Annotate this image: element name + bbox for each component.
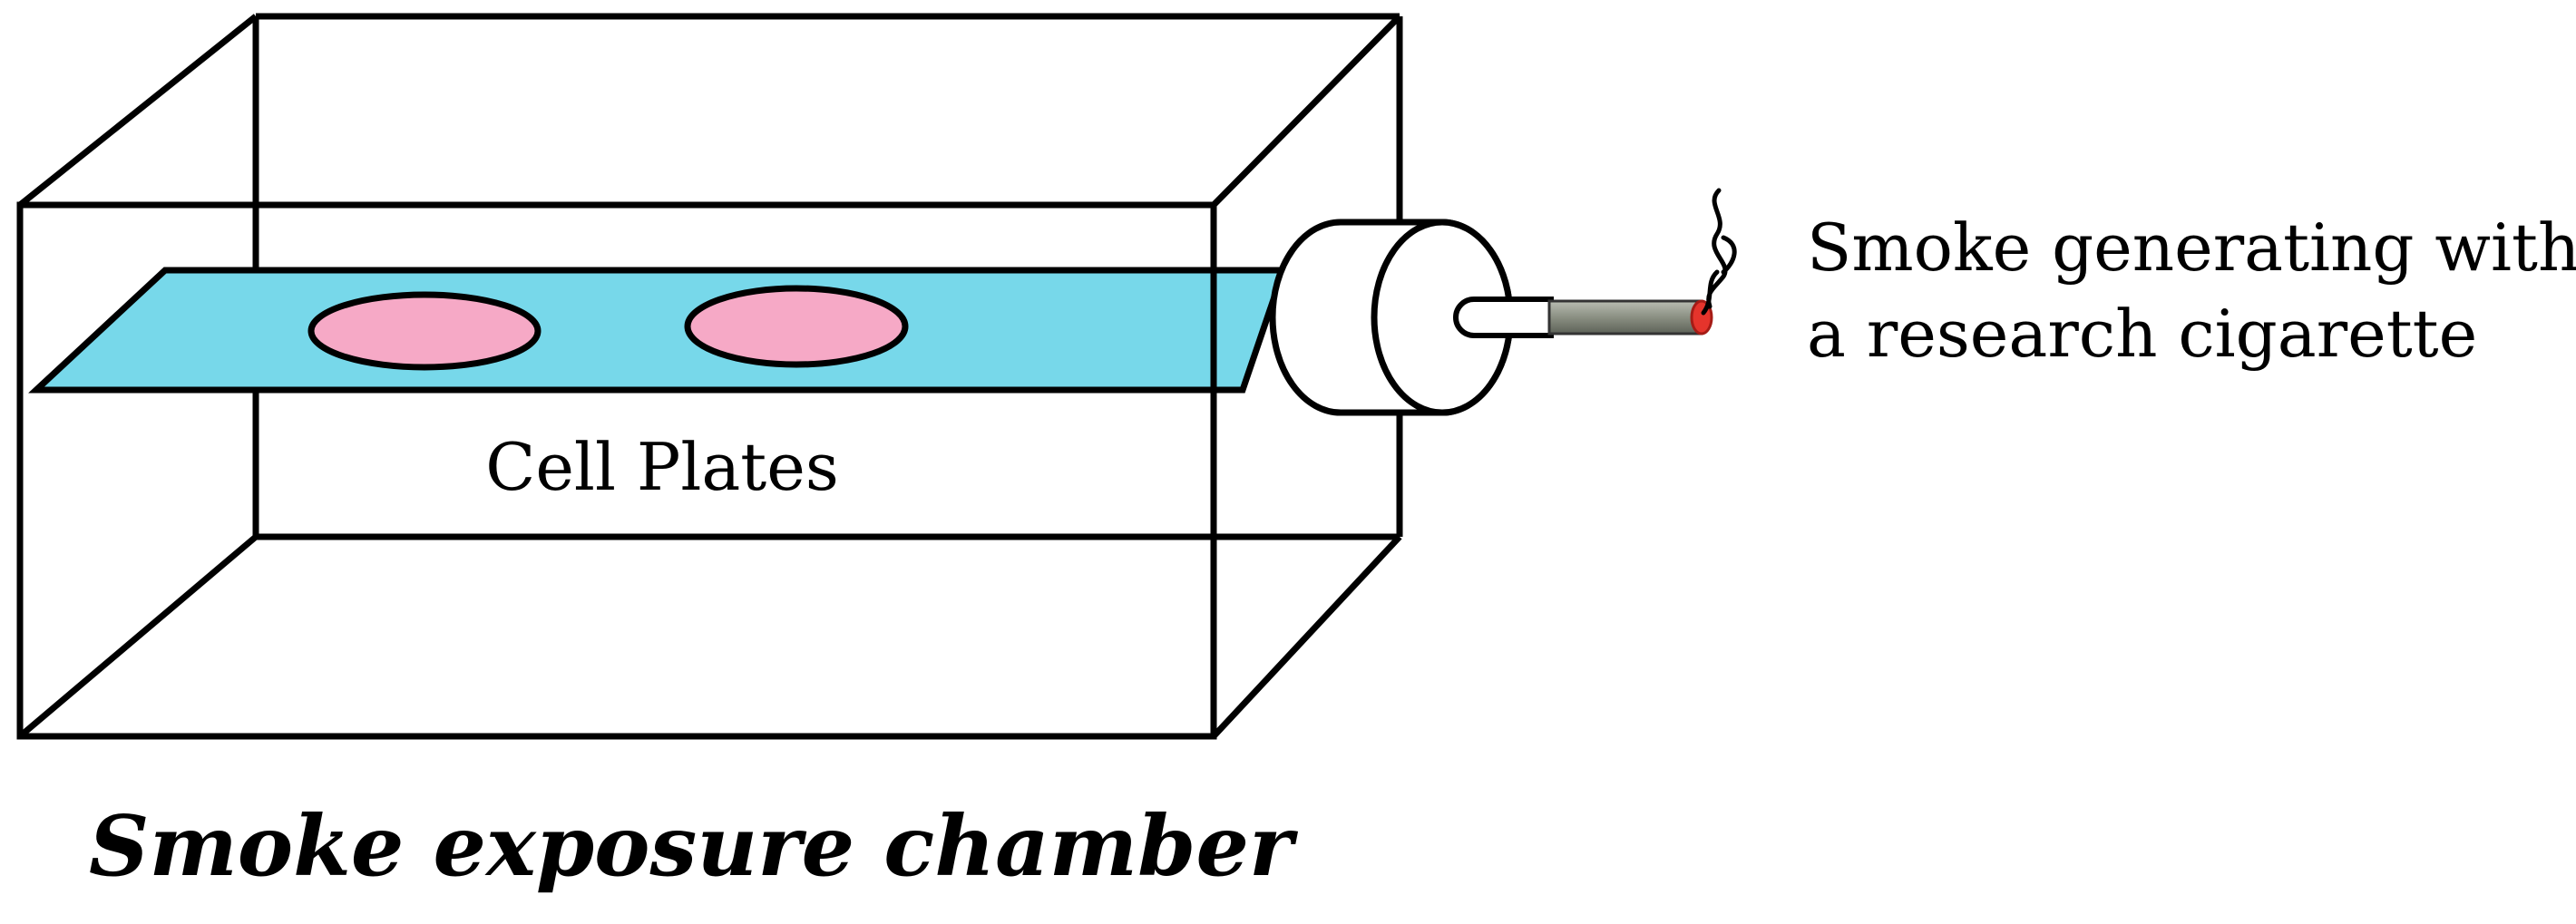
- smoke-wisp-icon: [1701, 188, 1737, 316]
- research-cigarette: [1547, 299, 1713, 336]
- chamber-connecting-edges: [17, 14, 1402, 739]
- chamber-front-face: [16, 201, 1217, 740]
- smoke-source-label-line2: a research cigarette: [1807, 296, 2477, 372]
- cell-plates-label: Cell Plates: [485, 429, 839, 505]
- plate-tray: [28, 267, 1288, 394]
- smoke-source-label-line1: Smoke generating with: [1807, 209, 2576, 286]
- cell-plate-right: [684, 285, 909, 368]
- diagram-title: Smoke exposure chamber: [89, 797, 1299, 895]
- cell-plate-left: [307, 291, 542, 371]
- cigarette-holder: [1453, 297, 1554, 338]
- smoke-inlet-cylinder: [1269, 219, 1514, 416]
